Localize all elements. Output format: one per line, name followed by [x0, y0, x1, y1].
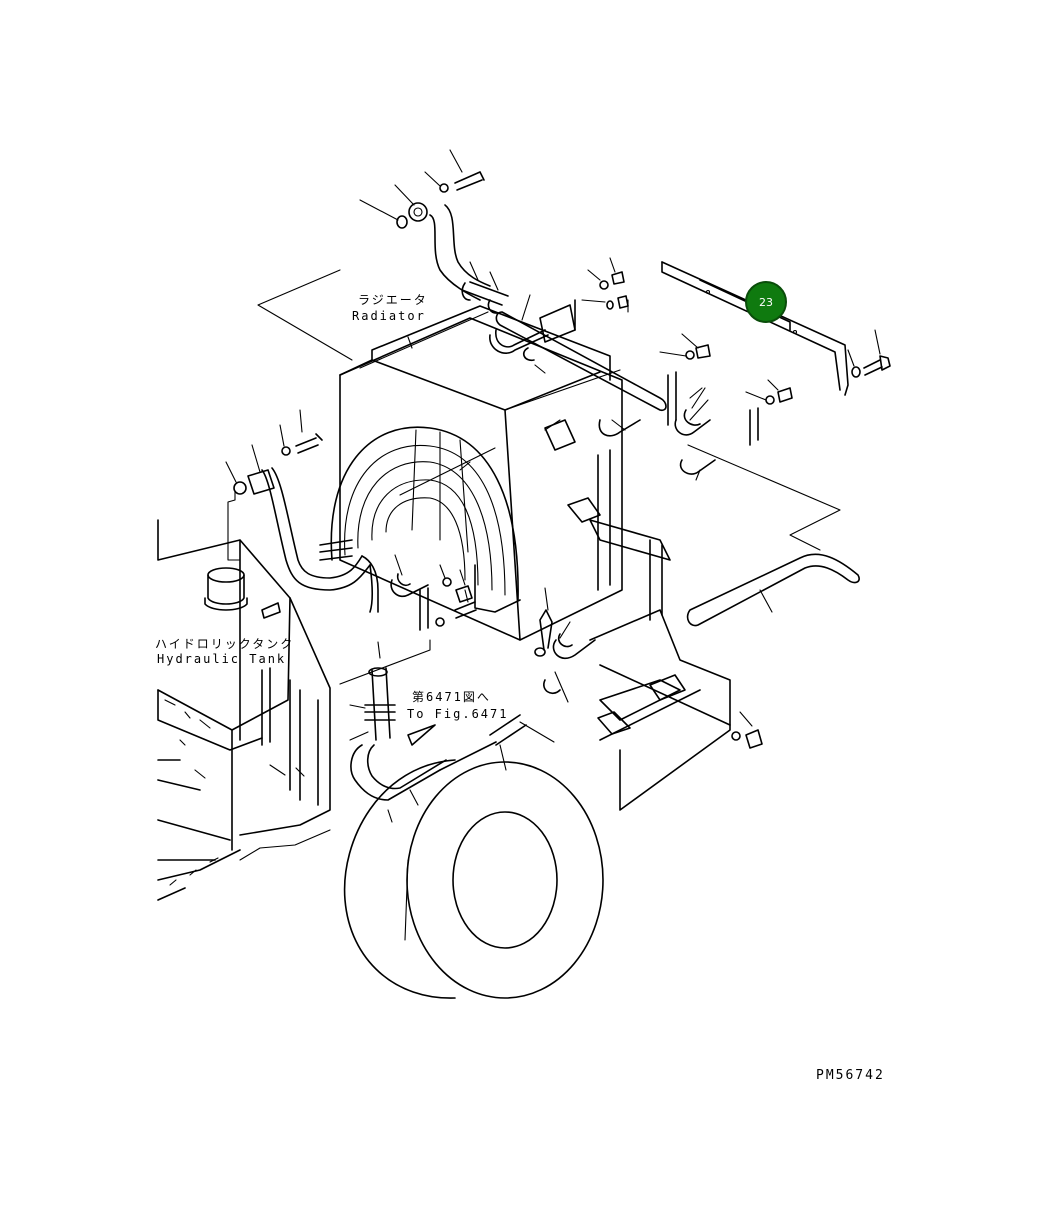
tank-leader [227, 491, 241, 561]
fig-ref-label-en[interactable]: To Fig.6471 [407, 707, 509, 721]
radiator [319, 305, 671, 641]
lower-left-hose [349, 641, 447, 823]
tire [343, 759, 604, 999]
hydraulic-tank-label-en: Hydraulic Tank [157, 652, 287, 666]
radiator-leader [257, 269, 353, 361]
hydraulic-tank-label-jp: ハイドロリックタンク [155, 637, 295, 651]
hydraulic-tank [157, 519, 331, 901]
upper-clamps [469, 257, 711, 437]
callout-badge-23[interactable]: 23 [745, 281, 787, 323]
drawing-number: PM56742 [816, 1068, 885, 1083]
middle-pipe [439, 587, 763, 771]
upper-hose [429, 204, 667, 412]
radiator-label-en: Radiator [352, 309, 426, 323]
callout-number: 23 [759, 295, 773, 309]
tank-hose [225, 409, 477, 631]
radiator-label-jp: ラジエータ [358, 293, 428, 307]
lower-frame [589, 609, 731, 811]
upper-flange-parts [359, 149, 485, 229]
ref-leader [339, 639, 431, 685]
right-hose [674, 387, 860, 627]
fig-ref-label-jp[interactable]: 第6471図へ [412, 690, 491, 704]
